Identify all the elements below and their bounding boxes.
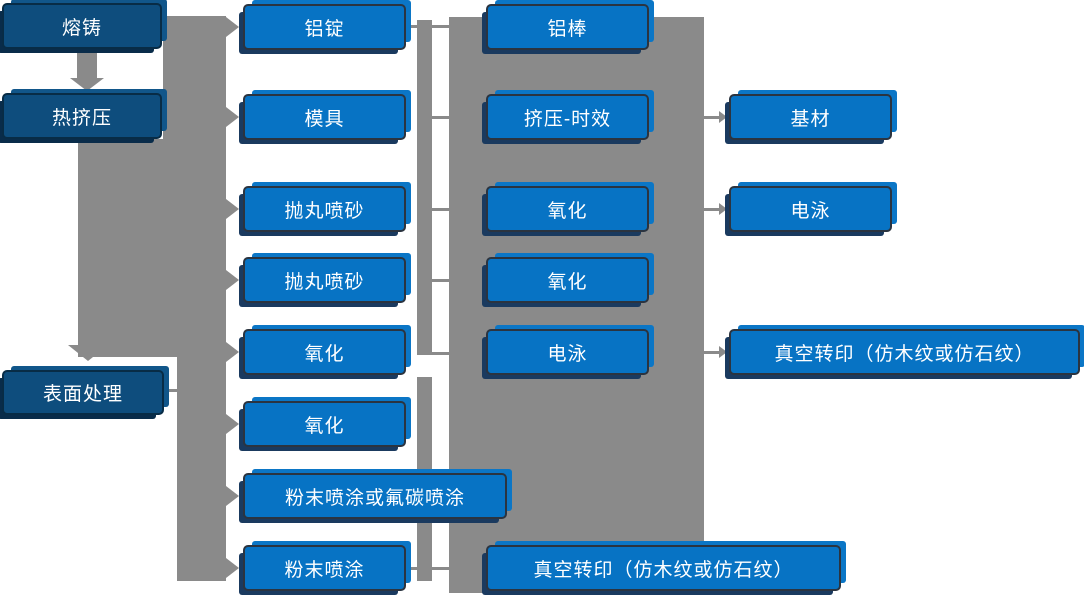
node-oxidation-4: 氧化 — [486, 257, 649, 303]
connector-tick-row5 — [430, 352, 449, 355]
connector-tick-row8 — [406, 567, 449, 570]
node-powder-coating: 粉末喷涂 — [243, 545, 406, 591]
connector-strip-middle-upper — [417, 20, 432, 355]
connector-tick-row3 — [430, 208, 449, 211]
arrow-down-to-hot-extrusion-icon — [70, 78, 104, 91]
node-label: 氧化 — [547, 271, 588, 293]
arrow-right-to-powder-coating-icon — [226, 558, 239, 578]
node-label: 电泳 — [790, 200, 831, 222]
connector-tick-row1 — [406, 25, 449, 28]
connector-tick-row2 — [430, 116, 449, 119]
node-electrophoresis-1: 电泳 — [486, 329, 649, 375]
node-aluminum-ingot: 铝锭 — [243, 4, 406, 50]
connector-stem-melt-to-extrude — [77, 49, 97, 79]
node-base-material: 基材 — [729, 94, 892, 140]
connector-band-left-tail — [177, 357, 226, 581]
node-mold: 模具 — [243, 94, 406, 140]
arrow-right-to-oxidation-1-icon — [226, 342, 239, 362]
connector-line-to-base-material — [704, 116, 719, 119]
node-aluminum-rod: 铝棒 — [486, 4, 649, 50]
connector-surface-treatment-line — [164, 389, 178, 392]
arrow-right-to-base-material-icon — [719, 111, 727, 123]
arrow-right-to-shot-blasting-2-icon — [226, 270, 239, 290]
node-label: 基材 — [790, 108, 831, 130]
arrow-right-to-shot-blasting-1-icon — [226, 199, 239, 219]
node-label: 挤压-时效 — [523, 108, 612, 130]
node-label: 粉末喷涂或氟碳喷涂 — [284, 487, 465, 509]
arrow-right-to-electrophoresis-icon — [719, 203, 727, 215]
node-oxidation-2: 氧化 — [243, 401, 406, 447]
node-label: 铝棒 — [547, 18, 588, 40]
node-label: 铝锭 — [304, 18, 345, 40]
connector-line-to-electrophoresis-out — [704, 208, 719, 211]
node-hot-extrusion: 热挤压 — [2, 93, 162, 139]
node-label: 抛丸喷砂 — [284, 271, 365, 293]
node-electrophoresis-2: 电泳 — [729, 186, 892, 232]
node-powder-or-fluorocarbon-coating: 粉末喷涂或氟碳喷涂 — [243, 473, 507, 519]
node-oxidation-3: 氧化 — [486, 186, 649, 232]
connector-line-to-vacuum-transfer-out — [704, 351, 719, 354]
node-label: 电泳 — [547, 343, 588, 365]
node-label: 表面处理 — [42, 384, 123, 405]
node-vacuum-transfer-print-bottom: 真空转印（仿木纹或仿石纹） — [486, 545, 841, 591]
connector-tick-row4 — [430, 279, 449, 282]
arrow-right-to-mold-icon — [226, 107, 239, 127]
node-extrusion-aging: 挤压-时效 — [486, 94, 649, 140]
node-label: 氧化 — [304, 415, 345, 437]
node-label: 热挤压 — [51, 107, 112, 129]
arrow-right-to-aluminum-ingot-icon — [226, 17, 239, 37]
connector-band-left-wide — [78, 139, 177, 357]
node-label: 氧化 — [547, 200, 588, 222]
node-oxidation-1: 氧化 — [243, 329, 406, 375]
node-vacuum-transfer-print-right: 真空转印（仿木纹或仿石纹） — [729, 329, 1080, 375]
node-melting-casting: 熔铸 — [2, 3, 162, 49]
arrow-down-to-surface-treatment-icon — [68, 345, 108, 361]
arrow-right-to-powder-fluorocarbon-icon — [226, 486, 239, 506]
node-label: 真空转印（仿木纹或仿石纹） — [533, 559, 794, 581]
node-label: 抛丸喷砂 — [284, 200, 365, 222]
arrow-right-to-vacuum-transfer-icon — [719, 346, 727, 358]
arrow-right-to-oxidation-2-icon — [226, 414, 239, 434]
node-shot-blasting-2: 抛丸喷砂 — [243, 257, 406, 303]
node-label: 真空转印（仿木纹或仿石纹） — [774, 343, 1035, 365]
node-surface-treatment: 表面处理 — [2, 370, 164, 415]
node-shot-blasting-1: 抛丸喷砂 — [243, 186, 406, 232]
node-label: 模具 — [304, 108, 345, 130]
node-label: 熔铸 — [61, 17, 102, 39]
node-label: 氧化 — [304, 343, 345, 365]
node-label: 粉末喷涂 — [284, 559, 365, 581]
